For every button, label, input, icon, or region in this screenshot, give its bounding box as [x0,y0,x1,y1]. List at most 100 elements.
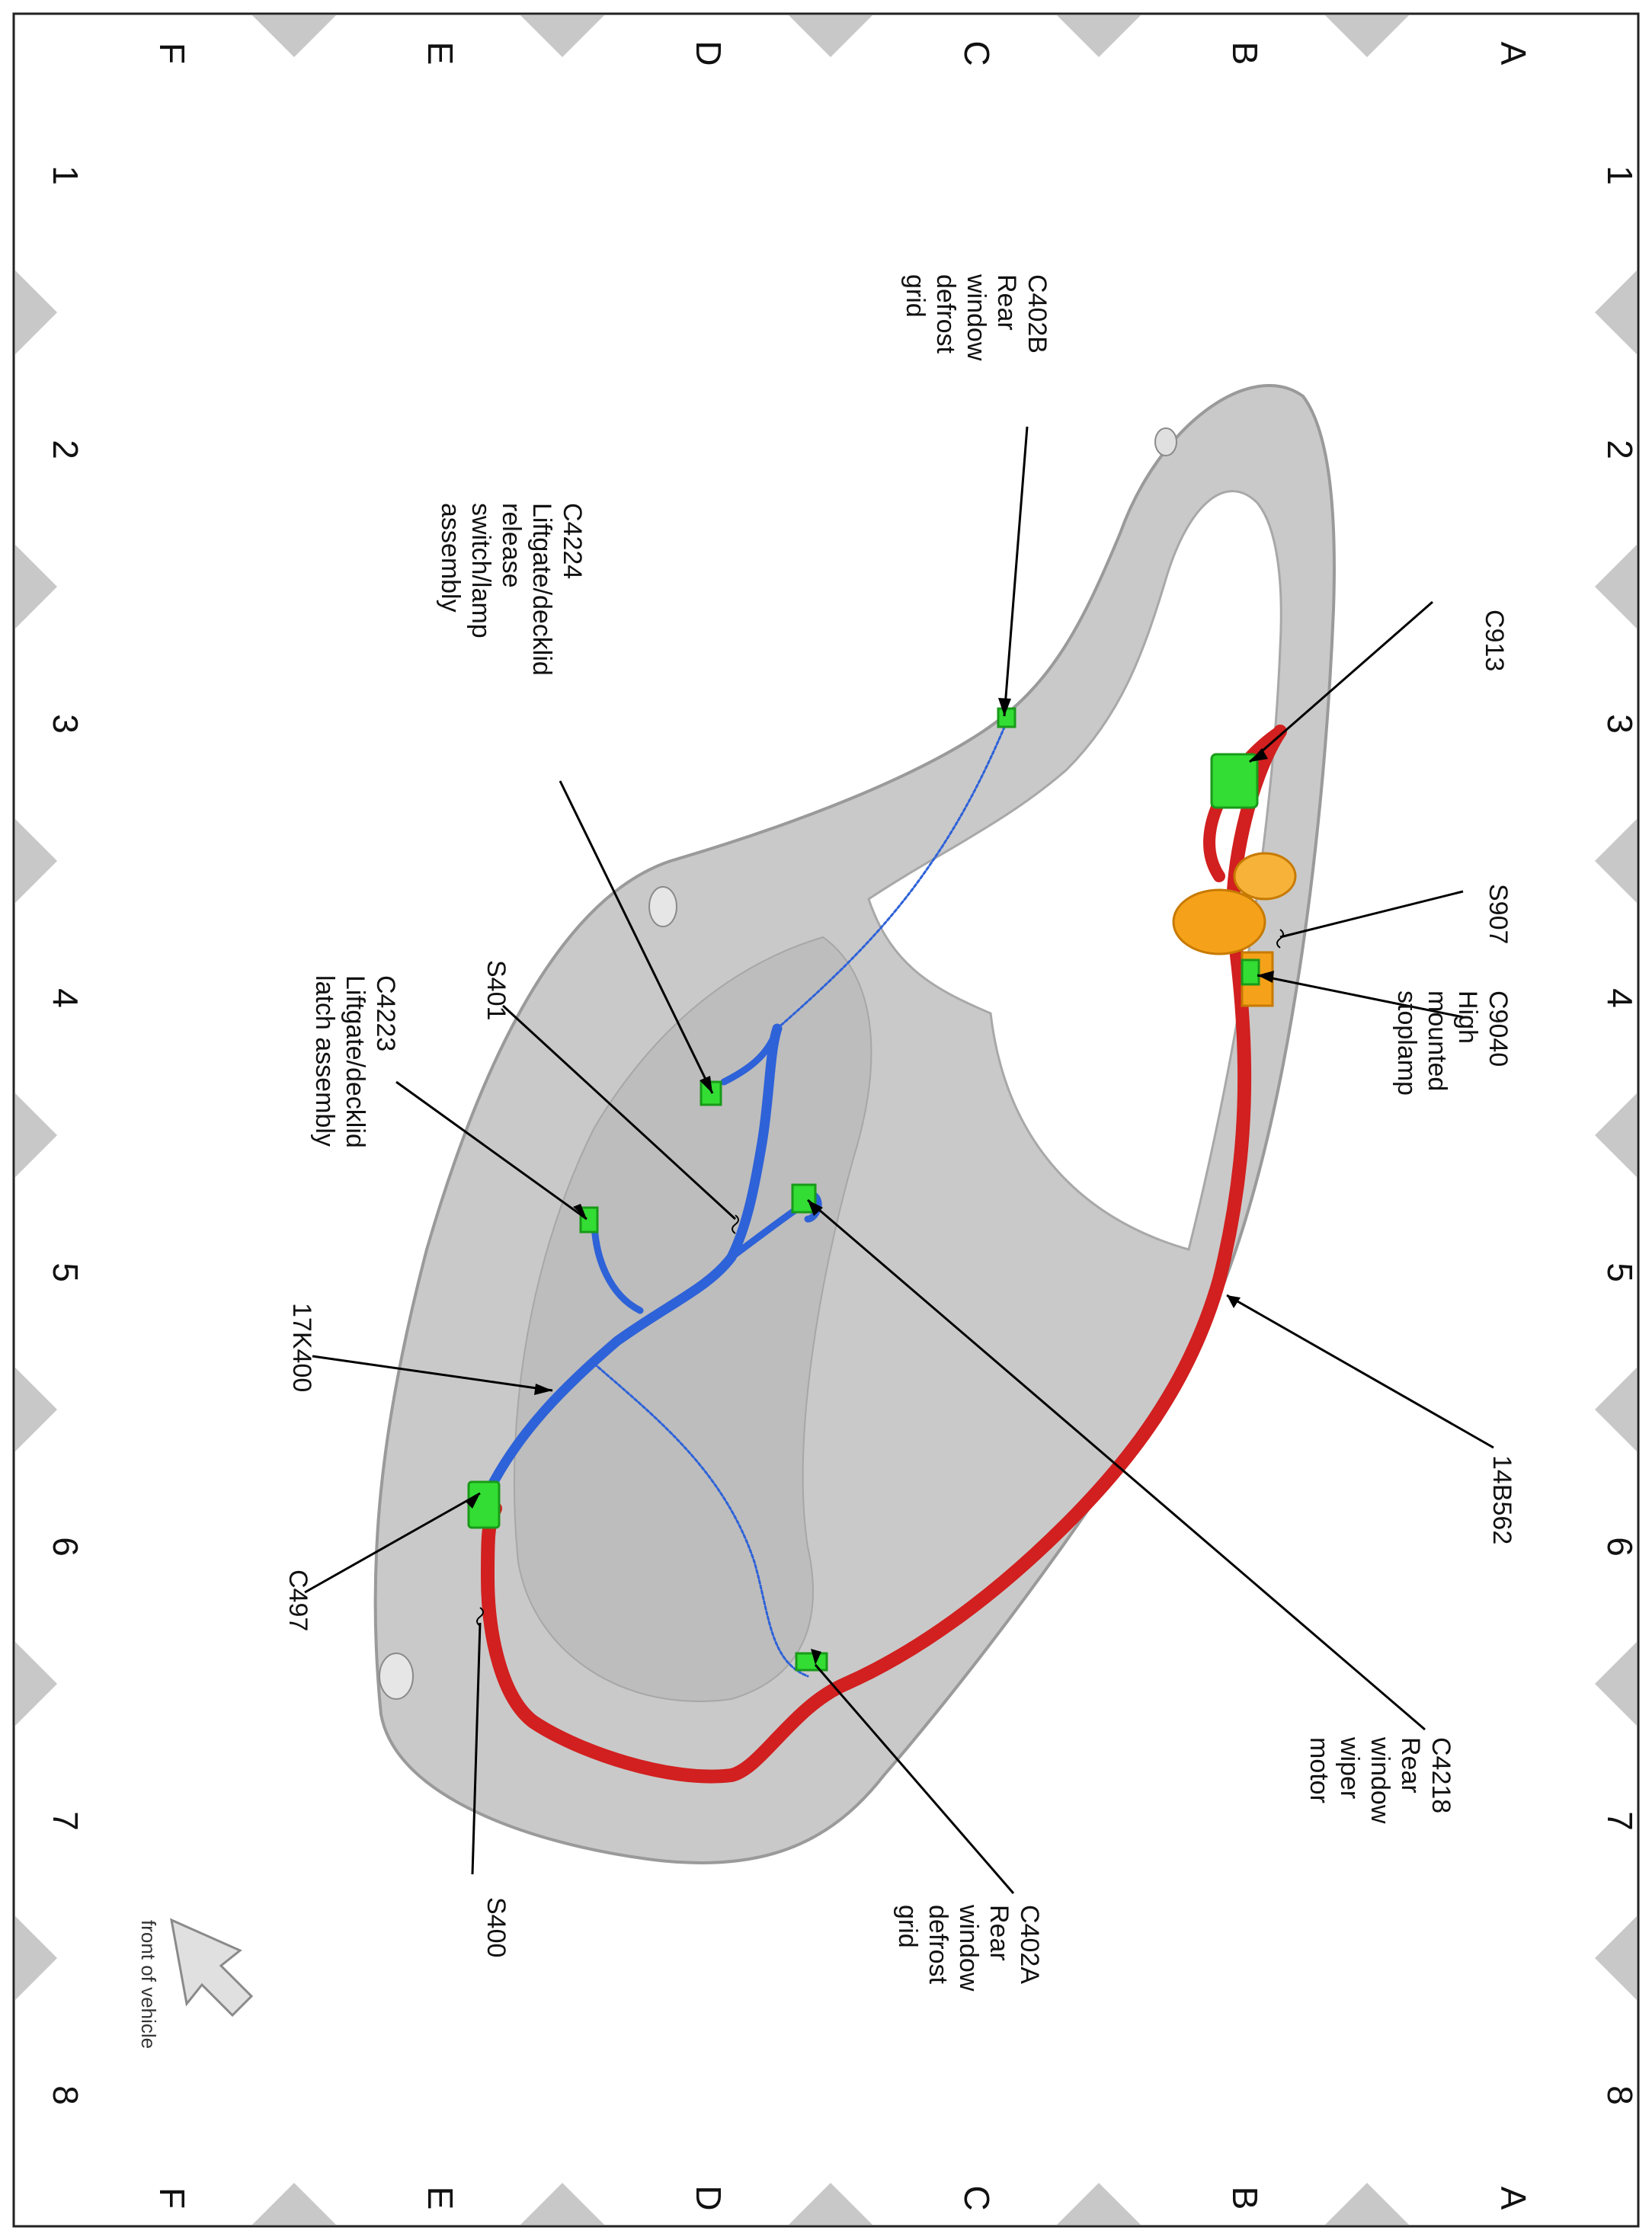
callout-c9040-line: mounted [1423,990,1452,1091]
grid-row-label-bottom: C [957,2185,997,2210]
callout-c402a-line: window [954,1904,983,1992]
connector-c402a [795,1652,828,1672]
grid-edge-marker [252,2183,336,2225]
harness-17k400 [482,722,1007,1678]
grid-edge-marker [1595,1368,1637,1451]
grid-edge-marker [1325,2183,1409,2225]
grid-column-label-left: 5 [46,1262,85,1282]
grid-column-label-right: 2 [1600,440,1640,459]
grid-edge-marker [520,15,604,57]
harness-14b562 [480,725,1287,1784]
leader-17k400 [312,1355,553,1392]
callout-c9040-line: C9040 [1484,990,1513,1067]
callout-c497: C497 [283,1570,312,1631]
grid-edge-marker [1595,1093,1637,1177]
grid-edge-marker [1595,270,1637,354]
callout-c402a-line: Rear [984,1905,1013,1961]
leader-s907 [1279,890,1464,939]
grid-row-label-bottom: F [152,2187,192,2209]
grid-column-label-right: 5 [1600,1262,1640,1282]
leader-c402a [814,1664,1015,1894]
leader-lines [304,426,1494,1894]
grid-row-label-bottom: E [421,2187,460,2210]
callout-c402a-line: defrost [924,1905,952,1984]
grid-edge-marker [15,1093,57,1177]
grid-column-label-right: 8 [1600,2085,1640,2105]
grid-edge-marker [1057,15,1141,57]
grid-column-label-right: 7 [1600,1811,1640,1831]
grid-edge-marker [1595,545,1637,629]
grid-edge-marker [15,1916,57,2000]
callout-c402b-line: C402B [1023,274,1052,354]
connector-c402b [997,707,1016,728]
grid-edge-marker [15,1642,57,1726]
grid-column-label-right: 1 [1600,165,1640,185]
grid-row-label-bottom: D [689,2185,728,2210]
leader-c402b [1003,426,1029,717]
callout-s401: S401 [482,960,511,1020]
callout-c4223-line: latch assembly [310,975,339,1147]
grid-column-label-left: 8 [46,2085,85,2105]
leader-c4218 [807,1198,1426,1731]
grid-column-label-left: 4 [46,988,85,1008]
callout-c402b-line: grid [901,274,930,318]
splice-markers [476,929,1284,1627]
callout-labels: C402BRearwindowdefrostgridC913S907C9040H… [283,274,1516,1992]
callout-c4218-line: C4218 [1426,1737,1455,1813]
grid-edge-marker [15,545,57,629]
grid-column-label-right: 6 [1600,1537,1640,1557]
grid-row-label-top: D [689,40,728,66]
callout-c4218-line: Rear [1396,1737,1425,1794]
grid-edge-marker [15,1368,57,1451]
splice-s401 [732,1214,739,1234]
callout-s907-line: S907 [1484,884,1513,944]
callout-c4224-line: release [497,503,526,588]
callout-s400-line: S400 [482,1897,511,1957]
callout-c4224-line: assembly [436,503,465,613]
splice-s907 [1276,929,1284,949]
grid-row-label-top: C [957,40,997,66]
grid-column-label-left: 6 [46,1537,85,1557]
grid-row-label-bottom: A [1494,2187,1533,2210]
callout-c913: C913 [1480,610,1509,671]
connector-c9040 [1241,958,1260,986]
callout-c4224-line: C4224 [558,503,587,579]
grid-column-label-right: 3 [1600,714,1640,734]
grid-edge-marker [15,270,57,354]
connector-c4218 [791,1183,817,1214]
front-of-vehicle-label: front of vehicle [137,1920,160,2049]
callout-s907: S907 [1484,884,1513,944]
front-arrow-icon [170,1918,254,2018]
grid-edge-marker [1595,1642,1637,1726]
callout-s401-line: S401 [482,960,511,1020]
front-of-vehicle-indicator: front of vehicle [137,1918,254,2049]
callout-17k400-line: 17K400 [287,1303,316,1392]
grid-row-label-top: F [152,43,192,64]
leader-14b562 [1226,1294,1494,1449]
callout-c4223-line: Liftgate/decklid [341,975,370,1148]
leader-c4224 [559,780,714,1094]
grid-column-label-left: 2 [46,440,85,459]
splice-s400 [476,1607,484,1627]
callout-14b562: 14B562 [1487,1455,1516,1544]
callout-c4224-line: switch/lamp [466,503,495,638]
callout-17k400: 17K400 [287,1303,316,1392]
callout-s400: S400 [482,1897,511,1957]
callout-c4218-line: motor [1305,1737,1333,1803]
leader-c4223 [395,1080,587,1221]
callout-c402a-line: grid [893,1905,922,1948]
grid-column-label-left: 7 [46,1811,85,1831]
grid-column-label-right: 4 [1600,988,1640,1008]
grid-edge-marker [1595,819,1637,903]
leader-s401 [501,1004,737,1221]
callout-c402a-line: C402A [1015,1905,1044,1984]
grid-edge-markers [15,15,1637,2225]
callout-c4223-line: C4223 [371,975,400,1051]
